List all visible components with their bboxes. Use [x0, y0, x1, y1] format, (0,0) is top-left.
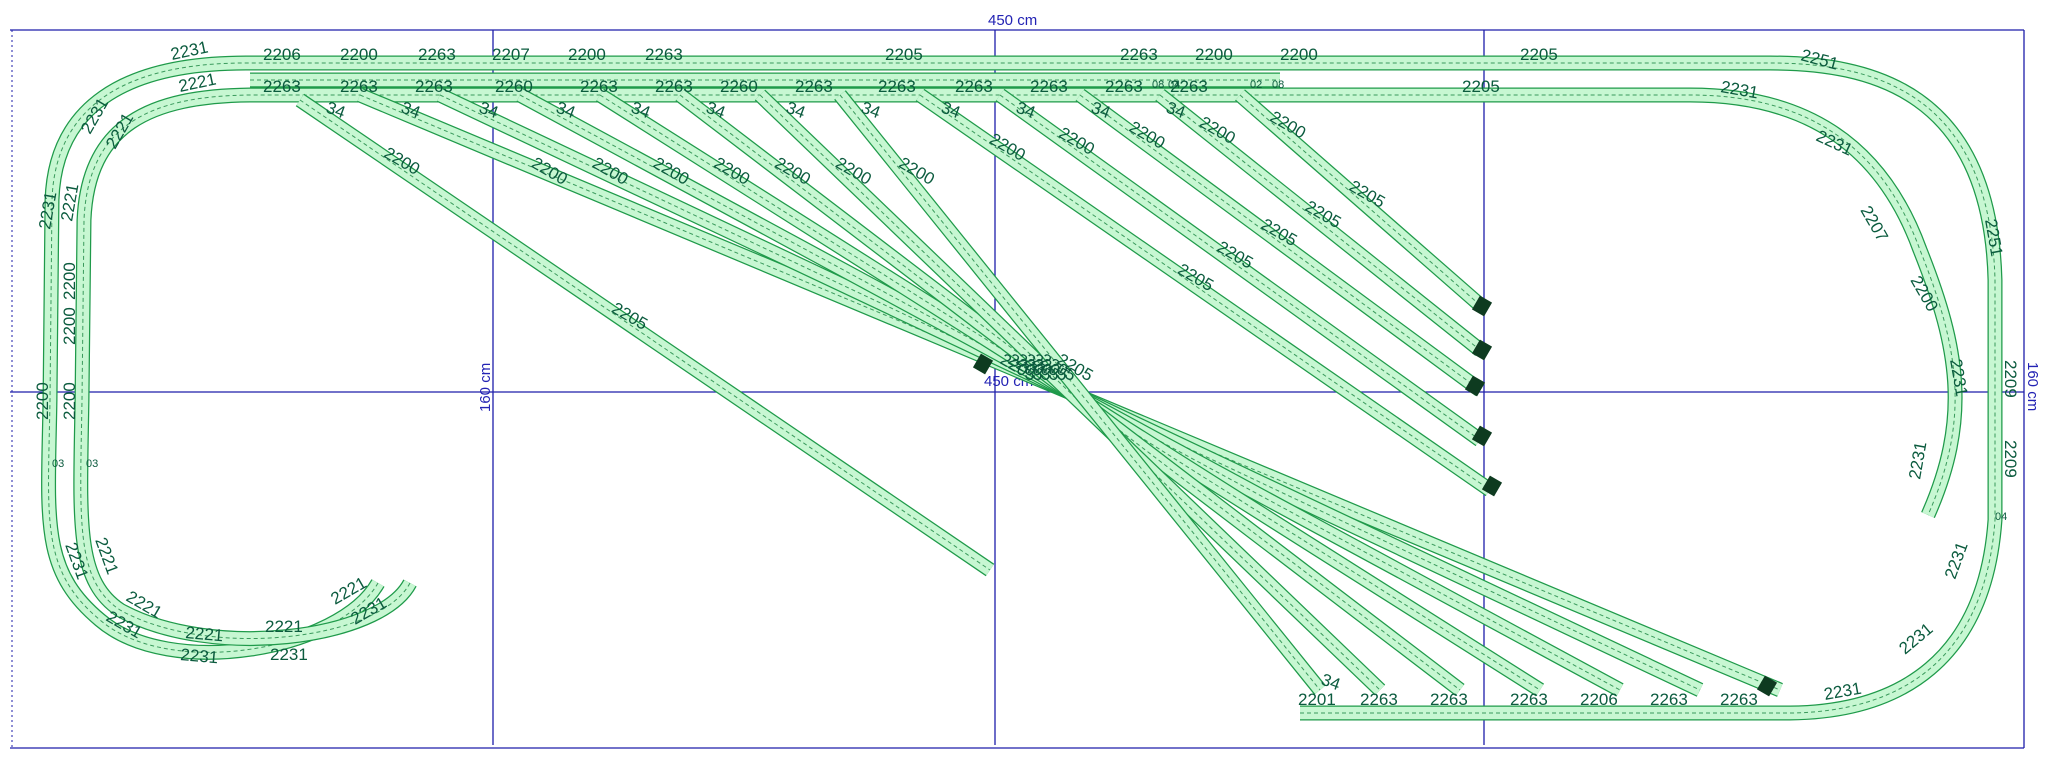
track-inner-loop — [74, 88, 1962, 645]
track-diagonal-siding — [359, 94, 1781, 691]
track-piece-label: 2263 — [1720, 690, 1758, 709]
track-piece-label: 2209 — [2001, 360, 2020, 398]
height-dimension-label-right: 160 cm — [2024, 362, 2041, 411]
track-piece-label: 2205 — [1520, 45, 1558, 64]
track-piece-label: 2263 — [645, 45, 683, 64]
track-diagonal-siding — [1235, 90, 1485, 310]
track-piece-label: 2263 — [415, 77, 453, 96]
track-labels: 2231 2206 2200 2263 2207 2200 2263 2205 2263 2200… — [33, 37, 2020, 709]
track-piece-label: 2263 — [1030, 77, 1068, 96]
track-piece-label: 2231 — [1941, 539, 1972, 581]
track-diagonal-siding — [1159, 94, 1481, 351]
buffer-stop — [1471, 425, 1493, 447]
track-piece-label: 2263 — [1120, 45, 1158, 64]
track-diagonal-siding — [999, 94, 1481, 441]
track-piece-label: 03 — [86, 458, 98, 470]
track-piece-label: 2200 — [60, 262, 79, 300]
buffer-stops — [972, 295, 1778, 697]
track-piece-label: 08 — [1152, 79, 1164, 91]
track-piece-label: 2263 — [1510, 690, 1548, 709]
track-piece-label: 2263 — [795, 77, 833, 96]
track-piece-label: 2205 — [885, 45, 923, 64]
track-diagonal-siding — [919, 94, 1491, 491]
track-piece-label: 02 — [1250, 79, 1262, 91]
track-piece-label: 2200 — [33, 382, 52, 420]
track-piece-label: 2205 — [1462, 77, 1500, 96]
track-piece-label: 2231 — [1905, 440, 1930, 481]
track-piece-label: 2207 — [492, 45, 530, 64]
buffer-stop — [972, 353, 994, 375]
track-piece-label: 2263 — [1105, 77, 1143, 96]
height-dimension-label: 160 cm — [477, 363, 494, 412]
track-piece-label: 2200 — [340, 45, 378, 64]
track-piece-label: 2263 — [580, 77, 618, 96]
track-piece-label: 2263 — [655, 77, 693, 96]
track-piece-label: 2263 — [1430, 690, 1468, 709]
track-piece-label: 2200 — [1280, 45, 1318, 64]
buffer-stop — [1481, 475, 1503, 497]
track-diagonal-siding — [1079, 94, 1481, 391]
track-piece-label: 04 — [1168, 79, 1180, 91]
track-piece-label: 2200 — [60, 307, 79, 345]
buffer-stop — [1464, 375, 1486, 397]
buffer-stop — [1471, 339, 1493, 361]
buffer-stop — [1756, 675, 1778, 697]
track-piece-label: 03 — [52, 458, 64, 470]
track-piece-label: 2263 — [955, 77, 993, 96]
track-piece-label: 2200 — [60, 382, 79, 420]
track-piece-label: 2263 — [1170, 77, 1208, 96]
track-piece-label: 04 — [1995, 511, 2007, 523]
track-piece-label: 2260 — [720, 77, 758, 96]
track-piece-label: 2231 — [1895, 619, 1936, 658]
track-piece-label: 2251 — [1981, 217, 2006, 258]
track-beds — [41, 55, 2003, 721]
track-piece-label: 2206 — [1580, 690, 1618, 709]
track-piece-label: 2200 — [568, 45, 606, 64]
track-piece-label: 2263 — [418, 45, 456, 64]
track-piece-label: 2207 — [1857, 203, 1892, 245]
track-diagonal-siding — [299, 99, 991, 571]
track-piece-label: 2231 — [180, 645, 219, 667]
track-diagonal-siding — [839, 94, 1321, 691]
track-piece-label: 08 — [1272, 79, 1284, 91]
track-outer-loop — [48, 62, 1996, 714]
track-piece-label: 2260 — [495, 77, 533, 96]
track-piece-label: 2231 — [270, 645, 308, 664]
track-piece-label: 2200 — [1195, 45, 1233, 64]
buffer-stop — [1471, 295, 1493, 317]
track-piece-label: 2263 — [1360, 690, 1398, 709]
track-piece-label: 2201 — [1298, 690, 1336, 709]
track-piece-label: 2221 — [265, 617, 303, 636]
track-piece-label: 2206 — [263, 45, 301, 64]
track-piece-label: 2221 — [185, 623, 224, 645]
track-piece-label: 2263 — [1650, 690, 1688, 709]
track-piece-label: 2263 — [878, 77, 916, 96]
track-piece-label: 2263 — [340, 77, 378, 96]
width-dimension-label: 450 cm — [988, 12, 1037, 29]
track-diagonal-siding — [759, 94, 1381, 691]
track-piece-label: 2263 — [263, 77, 301, 96]
track-piece-label: 2209 — [2001, 440, 2020, 478]
